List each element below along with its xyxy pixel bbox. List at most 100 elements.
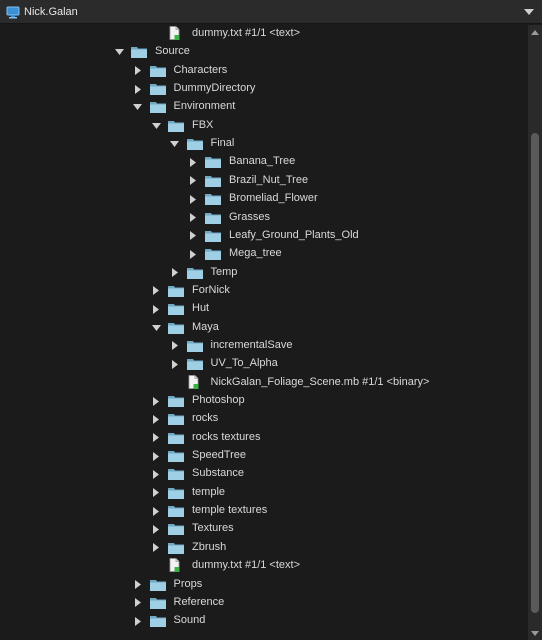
folder-label: rocks textures (192, 430, 261, 443)
chevron-down-icon[interactable] (522, 5, 536, 19)
collapsed-arrow-icon[interactable] (170, 264, 180, 282)
folder-label: DummyDirectory (173, 82, 256, 95)
tree-folder-row[interactable]: temple textures (0, 502, 528, 520)
collapsed-arrow-icon[interactable] (188, 245, 198, 263)
collapsed-arrow-icon[interactable] (170, 355, 180, 373)
tree-folder-row[interactable]: Hut (0, 300, 528, 318)
tree-folder-row[interactable]: ForNick (0, 282, 528, 300)
collapsed-arrow-icon[interactable] (133, 80, 143, 98)
tree-folder-row[interactable]: Grasses (0, 209, 528, 227)
folder-label: rocks (192, 412, 219, 425)
folder-label: SpeedTree (192, 449, 247, 462)
tree-folder-row[interactable]: DummyDirectory (0, 80, 528, 98)
tree-folder-row[interactable]: temple (0, 484, 528, 502)
tree-folder-row[interactable]: Substance (0, 465, 528, 483)
collapsed-arrow-icon[interactable] (151, 300, 161, 318)
collapsed-arrow-icon[interactable] (133, 612, 143, 630)
tree-folder-row[interactable]: Maya (0, 319, 528, 337)
collapsed-arrow-icon[interactable] (170, 337, 180, 355)
collapsed-arrow-icon[interactable] (188, 227, 198, 245)
folder-icon (149, 579, 166, 591)
collapsed-arrow-icon[interactable] (151, 429, 161, 447)
collapsed-arrow-icon[interactable] (133, 576, 143, 594)
tree-file-row[interactable]: dummy.txt #1/1 <text> (0, 557, 528, 575)
tree-folder-row[interactable]: Bromeliad_Flower (0, 190, 528, 208)
expanded-arrow-icon[interactable] (170, 135, 180, 153)
collapsed-arrow-icon[interactable] (188, 209, 198, 227)
folder-label: Bromeliad_Flower (229, 192, 318, 205)
folder-icon (205, 248, 221, 261)
collapsed-arrow-icon[interactable] (151, 282, 161, 300)
collapsed-arrow-icon[interactable] (151, 465, 161, 483)
expanded-arrow-icon[interactable] (151, 117, 161, 135)
file-icon (188, 374, 200, 390)
tree-folder-row[interactable]: Sound (0, 612, 528, 630)
collapsed-arrow-icon[interactable] (151, 410, 161, 428)
collapsed-arrow-icon[interactable] (151, 539, 161, 557)
folder-label: incrementalSave (210, 338, 293, 351)
collapsed-arrow-icon[interactable] (151, 502, 161, 520)
tree-folder-row[interactable]: Leafy_Ground_Plants_Old (0, 227, 528, 245)
tree-folder-row[interactable]: UV_To_Alpha (0, 355, 528, 373)
tree-folder-row[interactable]: Zbrush (0, 539, 528, 557)
file-label: dummy.txt #1/1 <text> (192, 27, 301, 39)
tree-file-row[interactable]: NickGalan_Foliage_Scene.mb #1/1 <binary> (0, 374, 528, 392)
folder-label: Banana_Tree (229, 155, 296, 168)
collapsed-arrow-icon[interactable] (151, 447, 161, 465)
file-label: NickGalan_Foliage_Scene.mb #1/1 <binary> (210, 375, 430, 388)
tree-folder-row[interactable]: incrementalSave (0, 337, 528, 355)
tree-folder-row[interactable]: Mega_tree (0, 245, 528, 263)
folder-label: Photoshop (192, 394, 245, 406)
folder-label: Brazil_Nut_Tree (229, 173, 309, 186)
collapsed-arrow-icon[interactable] (133, 62, 143, 80)
folder-label: Mega_tree (229, 247, 282, 260)
tree-folder-row[interactable]: Temp (0, 264, 528, 282)
scroll-up-icon[interactable] (528, 25, 542, 39)
collapsed-arrow-icon[interactable] (151, 484, 161, 502)
tree-folder-row[interactable]: Photoshop (0, 392, 528, 410)
folder-label: Substance (192, 467, 244, 480)
tree-folder-row[interactable]: rocks textures (0, 429, 528, 447)
monitor-icon (6, 5, 20, 19)
file-label: dummy.txt #1/1 <text> (192, 559, 301, 572)
expanded-arrow-icon[interactable] (114, 43, 124, 61)
workspace-bar[interactable]: Nick.Galan (0, 0, 542, 24)
tree-folder-row[interactable]: SpeedTree (0, 447, 528, 465)
folder-label: Zbrush (192, 540, 227, 553)
tree-folder-row[interactable]: Reference (0, 594, 528, 612)
scroll-down-icon[interactable] (528, 626, 542, 640)
folder-label: Characters (173, 63, 228, 76)
collapsed-arrow-icon[interactable] (188, 190, 198, 208)
collapsed-arrow-icon[interactable] (151, 392, 161, 410)
tree-folder-row[interactable]: Textures (0, 520, 528, 538)
tree-folder-row[interactable]: FBX (0, 117, 528, 135)
collapsed-arrow-icon[interactable] (151, 520, 161, 538)
tree-folder-row[interactable]: Props (0, 576, 528, 594)
folder-icon (205, 212, 221, 224)
scrollbar-thumb[interactable] (531, 133, 539, 613)
collapsed-arrow-icon[interactable] (133, 594, 143, 612)
expanded-arrow-icon[interactable] (151, 319, 161, 337)
tree-folder-row[interactable]: Environment (0, 98, 528, 116)
folder-icon (168, 120, 184, 132)
tree-folder-row[interactable]: rocks (0, 410, 528, 428)
folder-label: Maya (192, 320, 219, 333)
tree-folder-row[interactable]: Banana_Tree (0, 153, 528, 171)
folder-label: UV_To_Alpha (210, 357, 278, 370)
folder-icon (168, 468, 184, 481)
collapsed-arrow-icon[interactable] (188, 153, 198, 171)
tree-folder-row[interactable]: Characters (0, 62, 528, 80)
folder-icon (149, 597, 166, 609)
folder-icon (186, 340, 203, 352)
tree-folder-row[interactable]: Final (0, 135, 528, 153)
folder-label: Props (173, 577, 203, 590)
vertical-scrollbar[interactable] (528, 25, 542, 640)
collapsed-arrow-icon[interactable] (188, 172, 198, 190)
tree-folder-row[interactable]: Source (0, 43, 528, 61)
expanded-arrow-icon[interactable] (133, 98, 143, 116)
folder-label: Textures (192, 522, 234, 535)
tree-folder-row[interactable]: Brazil_Nut_Tree (0, 172, 528, 190)
folder-icon (205, 193, 221, 206)
tree-file-row[interactable]: dummy.txt #1/1 <text> (0, 25, 528, 43)
